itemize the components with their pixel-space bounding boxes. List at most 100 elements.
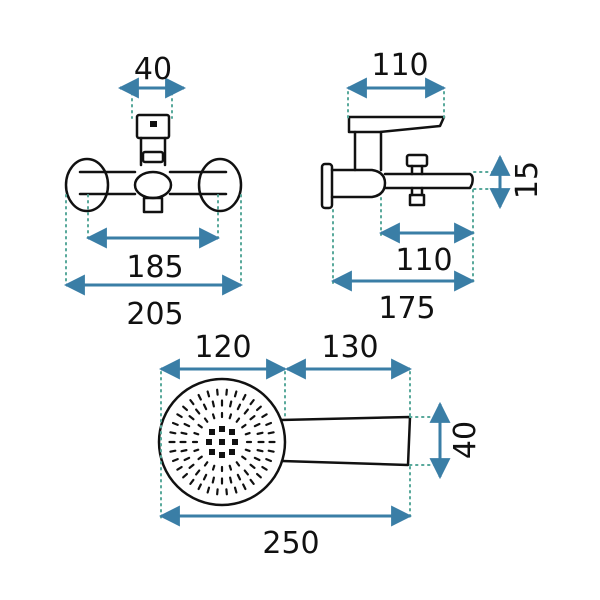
right-flange (197, 157, 243, 213)
side-spout (383, 172, 474, 190)
nozzle-radial (169, 431, 177, 435)
nozzle-center (209, 429, 215, 435)
nozzle-radial (229, 400, 233, 408)
nozzle-radial (171, 458, 179, 463)
nozzle-radial (242, 393, 247, 401)
nozzle-radial (249, 415, 256, 421)
nozzle-radial (265, 458, 273, 463)
nozzle-radial (256, 431, 264, 435)
nozzle-radial (180, 449, 188, 453)
label-side-depth: 175 (378, 291, 435, 326)
nozzle-radial (202, 403, 208, 411)
label-side-top: 110 (371, 48, 428, 83)
nozzle-radial (241, 455, 247, 461)
left-flange (64, 157, 110, 213)
nozzle-radial (176, 465, 183, 471)
nozzle-radial (261, 413, 268, 419)
front-spout (142, 196, 164, 214)
front-view-outline (64, 113, 243, 214)
nozzle-radial (193, 448, 200, 453)
nozzle-radial (235, 417, 241, 423)
hand-shower-outline (157, 377, 412, 507)
label-side-spout: 110 (395, 243, 452, 278)
nozzle-center (219, 426, 225, 432)
label-handle-height: 40 (448, 421, 483, 459)
nozzle-radial (253, 456, 261, 462)
nozzle-radial (249, 478, 255, 485)
dimension-side-depth: 175 (330, 209, 476, 326)
side-outlet (408, 193, 426, 207)
nozzle-center (209, 449, 215, 455)
nozzle-center (229, 449, 235, 455)
side-diverter-stem (410, 164, 424, 176)
nozzle-radial (176, 413, 183, 419)
nozzle-radial (235, 461, 241, 467)
nozzle-radial (244, 431, 251, 436)
nozzle-center (219, 439, 225, 445)
label-front-outer: 205 (126, 297, 183, 332)
label-total-length: 250 (262, 526, 319, 561)
nozzle-radial (211, 476, 215, 484)
nozzle-radial (236, 473, 242, 481)
nozzle-radial (206, 390, 211, 398)
label-front-inner: 185 (126, 250, 183, 285)
dimension-handle-height: 40 (409, 401, 483, 480)
nozzle-radial (195, 469, 201, 476)
nozzle-radial (253, 422, 261, 428)
nozzle-radial (211, 413, 216, 420)
nozzle-radial (197, 455, 203, 461)
nozzle-radial (202, 473, 208, 481)
label-side-height: 15 (510, 161, 545, 199)
nozzle-radial (244, 448, 251, 453)
label-front-top: 40 (134, 52, 172, 87)
dimension-front-top: 40 (117, 52, 187, 119)
nozzle-center (219, 452, 225, 458)
nozzle-radial (236, 403, 242, 411)
hand-shower-view: 120 130 40 250 (157, 330, 483, 561)
nozzle-radial (267, 431, 275, 435)
side-flange (320, 162, 334, 210)
dimension-side-height: 15 (473, 154, 545, 210)
nozzle-radial (197, 483, 202, 491)
dimension-side-top: 110 (345, 48, 447, 119)
label-head-width: 120 (194, 330, 251, 365)
side-view: 110 15 110 175 (320, 48, 545, 326)
nozzle-radial (197, 423, 203, 429)
nozzle-radial (249, 399, 255, 406)
front-view: 40 185 205 (63, 52, 244, 332)
nozzle-radial (169, 449, 177, 453)
nozzle-radial (229, 476, 233, 484)
center-hub (133, 170, 173, 200)
nozzle-radial (183, 456, 191, 462)
nozzle-radial (267, 449, 275, 453)
nozzle-radial (180, 431, 188, 435)
nozzle-radial (265, 421, 273, 426)
dimension-front-inner: 185 (85, 194, 221, 285)
nozzle-radial (188, 415, 195, 421)
nozzle-center (229, 429, 235, 435)
nozzle-radial (188, 463, 195, 469)
nozzle-radial (233, 390, 238, 398)
dimension-total-length: 250 (158, 443, 413, 561)
side-outlet-neck (410, 186, 424, 197)
nozzle-center (232, 439, 238, 445)
dimension-side-spout: 110 (378, 189, 476, 278)
nozzle-radial (171, 421, 179, 426)
nozzle-radial (243, 408, 249, 415)
diverter-knob (141, 150, 165, 164)
nozzle-radial (211, 400, 215, 408)
nozzle-radial (228, 464, 233, 471)
lever-indicator (150, 121, 157, 127)
side-lever (347, 115, 446, 134)
nozzle-radial (242, 483, 247, 491)
front-body (78, 170, 228, 196)
nozzle-radial (256, 472, 262, 479)
nozzle-center (206, 439, 212, 445)
nozzle-radial (197, 393, 202, 401)
nozzle-radial (182, 405, 188, 412)
nozzle-radial (261, 465, 268, 471)
nozzle-radial (195, 408, 201, 415)
nozzle-radial (233, 486, 238, 494)
nozzle-radial (193, 431, 200, 436)
